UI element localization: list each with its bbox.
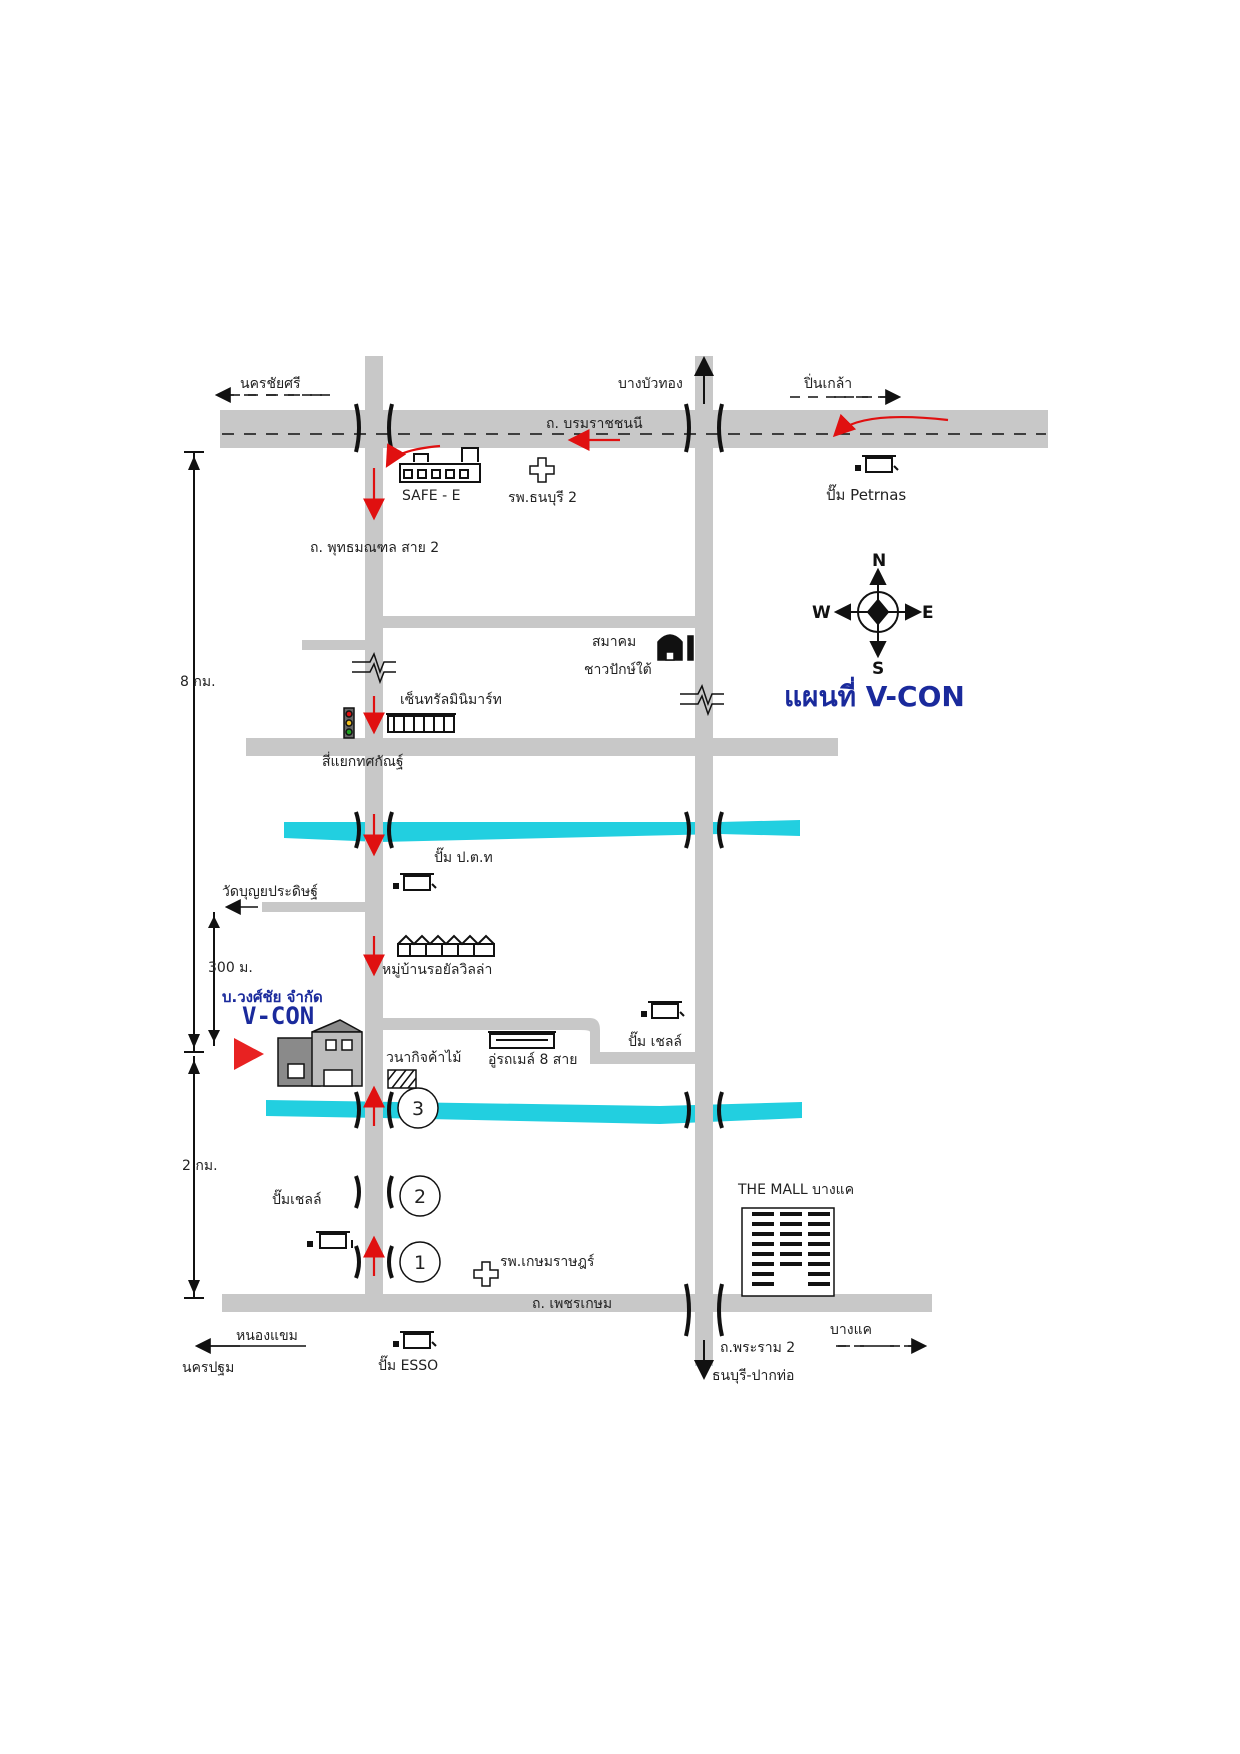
label-distance-2km: 2 กม. — [182, 1158, 218, 1174]
association-building-icon — [657, 634, 694, 661]
road-east-vertical — [695, 356, 713, 1366]
gas-station-icon — [855, 455, 899, 473]
marker-number-3: 3 — [412, 1098, 424, 1120]
road-network — [220, 356, 1048, 1366]
road-thotsakan — [246, 738, 838, 756]
route-arrows — [363, 413, 949, 1276]
traffic-light-icon — [343, 707, 355, 739]
gas-station-icon — [393, 1331, 437, 1349]
location-marker — [234, 1038, 264, 1070]
gas-station-icon — [641, 1001, 685, 1019]
marker-circle-2 — [399, 1175, 441, 1217]
label-wat-bunyapradit: วัดบุญยประดิษฐ์ — [222, 883, 318, 900]
road-spur-west — [302, 640, 365, 650]
label-road-phetkasem: ถ. เพชรเกษม — [532, 1296, 612, 1312]
compass-w: W — [812, 603, 831, 623]
marker-number-1: 1 — [414, 1252, 426, 1274]
label-thotsakan-intersection: สี่แยกทศกัณฐ์ — [322, 752, 404, 770]
label-safe-e: SAFE - E — [402, 488, 460, 504]
label-road-rama-2: ถ.พระราม 2 — [720, 1340, 795, 1356]
river-north — [284, 820, 800, 842]
road-bus-depot — [383, 1018, 695, 1064]
label-petronas: ปั๊ม Petrnas — [826, 484, 906, 504]
label-thonburi-hospital-2: รพ.ธนบุรี 2 — [508, 490, 577, 506]
label-nong-khaem: หนองแขม — [236, 1328, 298, 1344]
bus-depot-icon — [488, 1031, 556, 1049]
hospital-icon — [473, 1261, 499, 1287]
label-company-brand: V-CON — [242, 1002, 314, 1030]
label-shell-west: ปั๊มเชลล์ — [272, 1189, 322, 1208]
the-mall-building-icon — [741, 1207, 835, 1297]
label-bus-depot: อู่รถเมล์ 8 สาย — [488, 1051, 577, 1068]
label-bang-bua-thong: บางบัวทอง — [618, 376, 683, 392]
label-thonburi-pak-tho: ธนบุรี-ปากท่อ — [712, 1368, 794, 1384]
label-shell-east: ปั๊ม เชลล์ — [628, 1031, 682, 1050]
label-wanakit-wood: วนากิจค้าไม้ — [386, 1049, 461, 1066]
compass-n: N — [872, 551, 886, 571]
label-assoc-line2: ชาวปักษ์ใต้ — [584, 661, 652, 678]
marker-circle-1 — [399, 1241, 441, 1283]
wood-shop-icon — [387, 1069, 417, 1089]
hospital-icon — [529, 457, 555, 483]
distance-guides — [184, 451, 215, 1299]
label-company-name: บ.วงศ์ชัย จำกัด — [222, 988, 323, 1006]
label-kasemrad-hospital: รพ.เกษมราษฎร์ — [500, 1253, 595, 1270]
label-road-borommaratchachonnani: ถ. บรมราชชนนี — [546, 416, 643, 432]
compass-e: E — [922, 603, 934, 623]
label-road-phutthamonthon: ถ. พุทธมณฑล สาย 2 — [310, 540, 439, 556]
label-nakhon-chai-si: นครชัยศรี — [240, 376, 301, 392]
compass-s: S — [872, 659, 884, 679]
road-centerlines — [198, 368, 1046, 1347]
gas-station-icon — [307, 1231, 353, 1249]
label-central-minimart: เซ็นทรัลมินิมาร์ท — [400, 690, 502, 708]
marker-circle-3 — [397, 1087, 439, 1129]
label-distance-8km: 8 กม. — [180, 674, 216, 690]
label-distance-300m: 300 ม. — [208, 960, 253, 976]
compass-rose — [833, 567, 923, 659]
map-title: แผนที่ V-CON — [784, 676, 965, 713]
village-houses-icon — [397, 934, 495, 957]
label-assoc-line1: สมาคม — [592, 634, 636, 650]
company-building-icon — [277, 1019, 363, 1087]
label-ptt: ปั๊ม ป.ต.ท — [434, 847, 493, 866]
road-connector-north — [383, 616, 695, 628]
road-break-symbols — [352, 652, 724, 717]
label-bang-khae: บางแค — [830, 1322, 872, 1338]
marker-number-2: 2 — [414, 1186, 426, 1208]
label-the-mall: THE MALL บางแค — [737, 1182, 854, 1198]
label-royal-villa: หมู่บ้านรอยัลวิลล่า — [382, 962, 492, 978]
safe-e-store-icon — [399, 447, 481, 483]
minimart-icon — [386, 713, 456, 733]
label-nakhon-pathom: นครปฐม — [182, 1360, 234, 1376]
road-phetkasem — [222, 1294, 932, 1312]
label-esso: ปั๊ม ESSO — [378, 1355, 438, 1374]
gas-station-icon — [393, 873, 437, 891]
road-wat-spur — [262, 902, 365, 912]
label-pin-klao: ปิ่นเกล้า — [804, 374, 853, 392]
